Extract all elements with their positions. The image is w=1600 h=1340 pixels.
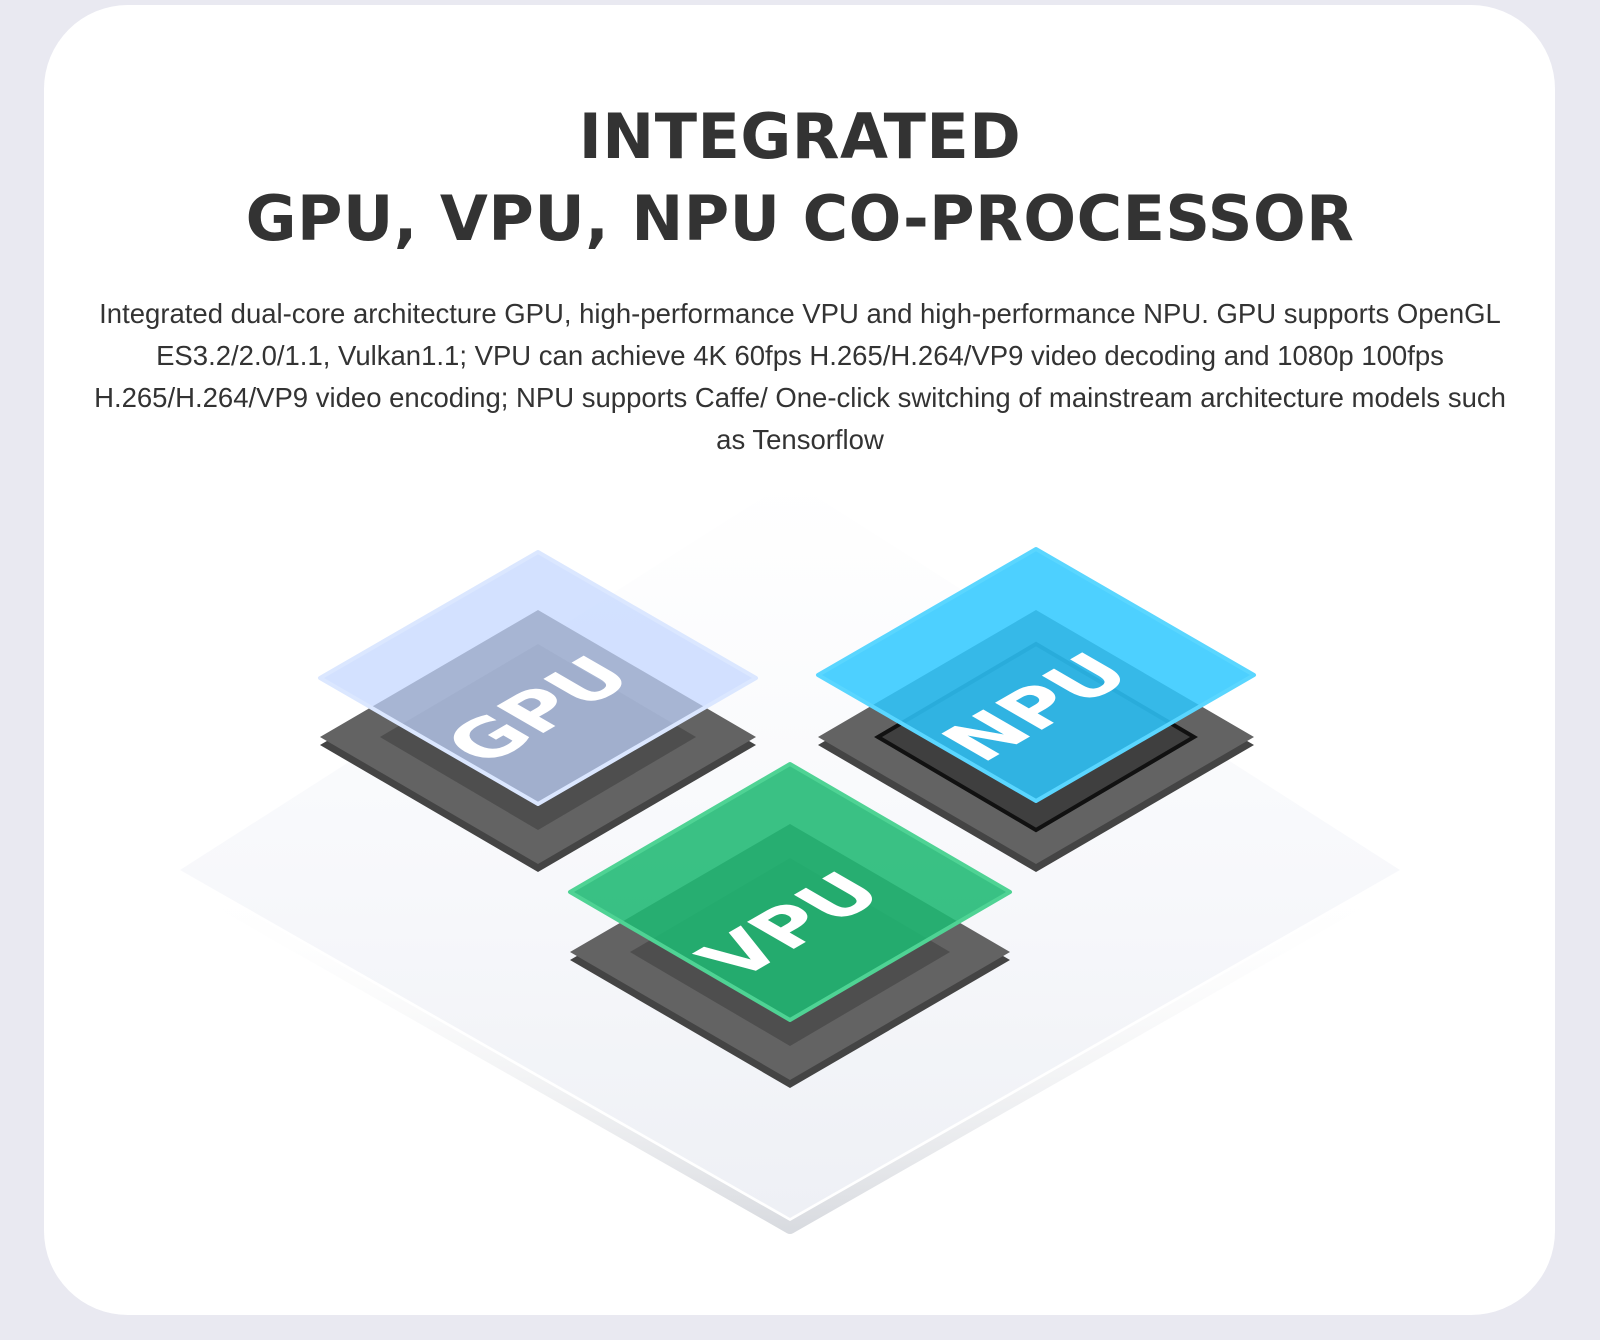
gpu-chip-top: [318, 550, 758, 806]
feature-description: Integrated dual-core architecture GPU, h…: [94, 298, 1506, 455]
vpu-chip: VPU: [568, 762, 1012, 1088]
title-line-2: GPU, VPU, NPU CO-PROCESSOR: [245, 182, 1355, 255]
npu-chip: NPU: [816, 547, 1256, 872]
npu-chip-top: [816, 547, 1256, 803]
gpu-chip: GPU: [318, 550, 758, 872]
page-title: INTEGRATED GPU, VPU, NPU CO-PROCESSOR: [0, 96, 1600, 260]
vpu-chip-top: [568, 762, 1012, 1022]
title-line-1: INTEGRATED: [578, 100, 1022, 173]
